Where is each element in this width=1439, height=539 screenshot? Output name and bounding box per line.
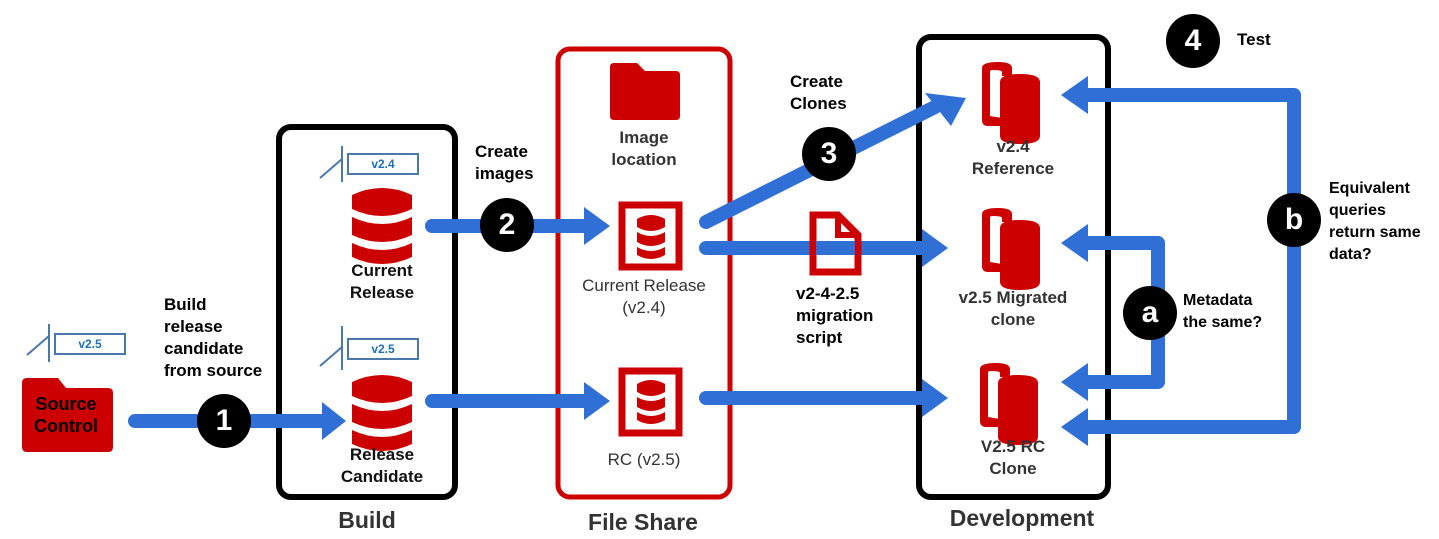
database-icon-current-release	[352, 188, 412, 264]
database-clone-icon-migrated	[982, 208, 1040, 290]
migration-script-label: v2-4-2.5 migration script	[796, 283, 873, 349]
current-release-image-label: Current Release (v2.4)	[564, 275, 724, 319]
check-b-label: Equivalent queries return same data?	[1329, 178, 1421, 266]
arrowhead-image-current-in	[584, 207, 610, 245]
arrowhead-rcclone-in	[922, 379, 948, 417]
arrowhead-image-rc-in	[584, 382, 610, 420]
current-release-label: Current Release	[312, 260, 452, 304]
arrowhead-reference-in	[925, 93, 966, 126]
file-share-title: File Share	[588, 509, 698, 535]
clone-label-line: v2.4	[996, 137, 1030, 156]
source-control-folder-icon	[22, 378, 113, 452]
source-control-label-line2: Control	[34, 416, 98, 436]
clone-label-line: clone	[990, 310, 1036, 329]
step3-label-line: Create	[790, 72, 843, 91]
version-tag-current-release: v2.4	[347, 153, 419, 175]
migration-script-label-line: migration	[796, 306, 874, 325]
step1-badge: 1	[197, 394, 251, 448]
release-candidate-label: Release Candidate	[312, 444, 452, 488]
step1-label-line: Build	[164, 295, 207, 314]
step1-label-line: release	[164, 317, 223, 336]
step3-label-line: Clones	[790, 94, 847, 113]
step2-label-line: Create	[475, 142, 528, 161]
arrow-check-b	[1088, 88, 1301, 434]
step1-label-line: candidate	[164, 339, 244, 358]
development-title: Development	[949, 505, 1095, 531]
current-release-label-line: Current	[351, 261, 413, 280]
arrowhead-check-b-bottom	[1061, 408, 1088, 446]
clone-label-line: Clone	[989, 459, 1037, 478]
arrowhead-check-b-top	[1061, 76, 1088, 114]
database-clone-icon-reference	[982, 62, 1040, 144]
source-control-label-line1: Source	[35, 394, 97, 414]
step2-label: Create images	[475, 141, 534, 185]
step3-badge: 3	[802, 127, 856, 181]
image-location-folder-icon	[610, 63, 680, 120]
arrowheads	[322, 76, 1088, 446]
check-a-label: Metadata the same?	[1183, 290, 1262, 334]
arrowhead-check-a-top	[1061, 224, 1088, 262]
current-release-image-label-line: Current Release	[582, 276, 706, 295]
step3-label: Create Clones	[790, 71, 847, 115]
step2-badge: 2	[480, 198, 534, 252]
step1-label-line: from source	[164, 361, 263, 380]
source-control-label: Source Control	[21, 393, 111, 437]
git-branch-tag-icon	[319, 326, 343, 370]
migration-script-label-line: v2-4-2.5	[796, 284, 860, 303]
migration-script-label-line: script	[796, 328, 843, 347]
step4-badge: 4	[1166, 14, 1220, 68]
check-a-label-line: the same?	[1183, 314, 1263, 331]
current-release-image-label-line: (v2.4)	[622, 298, 666, 317]
check-a-badge: a	[1123, 286, 1177, 340]
current-release-label-line: Release	[349, 283, 415, 302]
arrowhead-check-a-bottom	[1061, 363, 1088, 401]
clone-label-line: V2.5 RC	[980, 437, 1046, 456]
release-candidate-label-line: Release	[349, 445, 415, 464]
step2-label-line: images	[475, 164, 534, 183]
clone-label-line: v2.5 Migrated	[958, 288, 1068, 307]
version-tag-release-candidate: v2.5	[347, 338, 419, 360]
git-branch-tag-icon	[26, 324, 50, 362]
check-b-badge: b	[1267, 193, 1321, 247]
file-share-container	[555, 46, 733, 500]
release-candidate-label-line: Candidate	[340, 467, 424, 486]
clone-label-reference: v2.4 Reference	[943, 136, 1083, 180]
image-location-label-line: Image	[619, 128, 669, 147]
development-container	[916, 34, 1111, 500]
clone-label-migrated: v2.5 Migrated clone	[938, 287, 1088, 331]
check-b-label-line: return same	[1329, 224, 1421, 241]
git-branch-tag-icon	[319, 146, 343, 182]
check-b-label-line: Equivalent	[1329, 180, 1410, 197]
build-container	[276, 124, 458, 500]
arrowhead-rc-in	[322, 402, 346, 440]
arrowhead-migrated-in	[922, 229, 948, 267]
database-image-icon-rc	[618, 367, 683, 437]
step1-label: Build release candidate from source	[164, 294, 262, 382]
build-title: Build	[338, 507, 396, 533]
database-icon-release-candidate	[352, 375, 412, 451]
image-location-label: Image location	[574, 127, 714, 171]
version-tag-source: v2.5	[54, 333, 126, 355]
rc-image-label: RC (v2.5)	[607, 450, 681, 469]
clone-label-rc: V2.5 RC Clone	[943, 436, 1083, 480]
check-b-label-line: queries	[1329, 202, 1386, 219]
step4-label: Test	[1237, 30, 1271, 49]
database-clone-icon-rc	[980, 363, 1038, 445]
clone-label-line: Reference	[971, 159, 1055, 178]
check-b-label-line: data?	[1329, 246, 1372, 263]
database-image-icon-current	[618, 201, 683, 271]
check-a-label-line: Metadata	[1183, 292, 1253, 309]
image-location-label-line: location	[611, 150, 677, 169]
